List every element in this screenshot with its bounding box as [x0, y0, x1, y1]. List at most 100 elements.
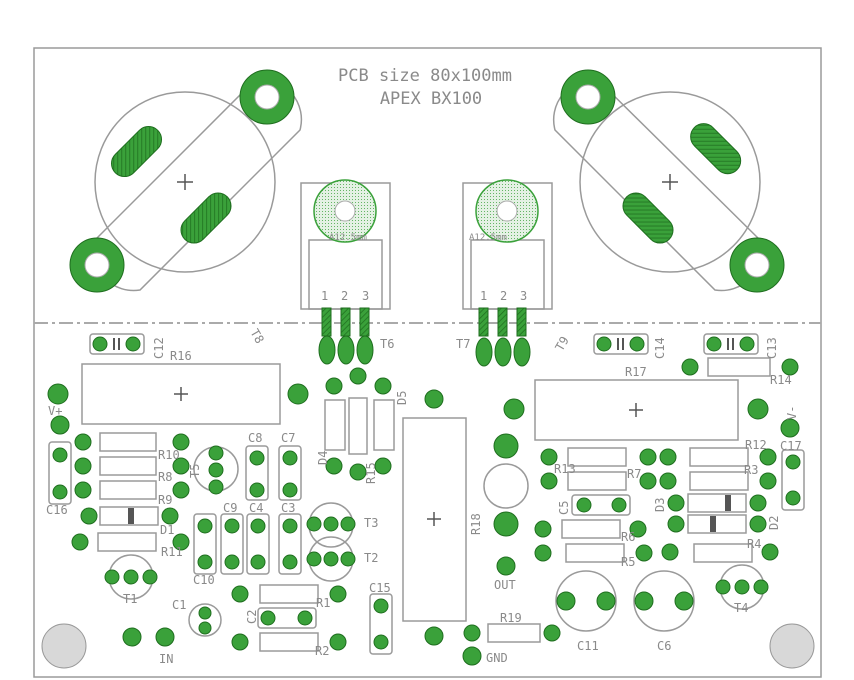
resistor-r16 [47, 363, 309, 425]
label-t8: T8 [247, 327, 266, 347]
pin-1: 1 [321, 289, 328, 303]
label-c8: C8 [248, 431, 262, 445]
label-r18: R18 [469, 513, 483, 535]
board-outline [33, 47, 822, 678]
diode-d3 [667, 493, 767, 513]
label-c7: C7 [281, 431, 295, 445]
diode-d5 [373, 377, 395, 475]
pin-1: 1 [480, 289, 487, 303]
label-c15: C15 [369, 581, 391, 595]
resistor-r6 [534, 519, 647, 539]
transistor-t5 [193, 445, 239, 495]
resistor-r8 [74, 456, 190, 476]
cap-c7 [278, 445, 302, 501]
label-c11: C11 [577, 639, 599, 653]
label-t4: T4 [734, 601, 748, 615]
label-t1: T1 [123, 592, 137, 606]
resistor-r1 [231, 584, 347, 604]
label-t3: T3 [364, 516, 378, 530]
pin-2: 2 [500, 289, 507, 303]
pad-v-minus[interactable] [780, 418, 800, 438]
pin-3: 3 [520, 289, 527, 303]
to220-right: A12.5mm 1 2 3 [462, 179, 553, 367]
label-t6: T6 [380, 337, 394, 351]
label-d2: D2 [767, 516, 781, 530]
cap-c3 [278, 513, 302, 575]
label-t9: T9 [552, 334, 571, 354]
label-c6: C6 [657, 639, 671, 653]
label-t7: T7 [456, 337, 470, 351]
resistor-r10 [74, 432, 190, 452]
pad-out[interactable] [496, 556, 516, 576]
cap-c15 [369, 593, 393, 655]
cap-c6 [633, 570, 695, 632]
cap-c17 [781, 449, 805, 511]
pad-v-plus[interactable] [50, 415, 70, 435]
label-c14: C14 [653, 337, 667, 359]
pin-2: 2 [341, 289, 348, 303]
transistor-t3 [306, 502, 356, 548]
label-in: IN [159, 652, 173, 666]
label-c9: C9 [223, 501, 237, 515]
diode-d1 [80, 506, 179, 526]
label-d5: D5 [395, 391, 409, 405]
label-v-plus: V+ [48, 404, 62, 418]
pot-label-right: A12.5mm [469, 233, 507, 243]
label-gnd: GND [486, 651, 508, 665]
label-c10: C10 [193, 573, 215, 587]
label-c17: C17 [780, 439, 802, 453]
label-r4: R4 [747, 537, 761, 551]
cap-c2 [257, 607, 317, 629]
label-r1: R1 [316, 596, 330, 610]
label-r2: R2 [315, 644, 329, 658]
resistor-r13 [540, 447, 657, 467]
cap-c10 [193, 513, 217, 575]
pad-in-2[interactable] [155, 627, 175, 647]
label-r3: R3 [744, 463, 758, 477]
resistor-r11 [71, 532, 190, 552]
pad-in-1[interactable] [122, 627, 142, 647]
label-r11: R11 [161, 545, 183, 559]
cap-c11 [555, 570, 617, 632]
cap-c5 [571, 494, 631, 516]
label-c3: C3 [281, 501, 295, 515]
resistor-r7 [540, 471, 657, 491]
label-t5: T5 [188, 464, 202, 478]
label-t2: T2 [364, 551, 378, 565]
transistor-t4 [715, 564, 769, 610]
label-r14: R14 [770, 373, 792, 387]
pot-label-left: A12.5mm [329, 233, 367, 243]
label-d1: D1 [160, 523, 174, 537]
label-c2: C2 [245, 610, 259, 624]
pad-gnd[interactable] [462, 646, 482, 666]
label-c5: C5 [557, 501, 571, 515]
resistor-r9 [74, 480, 190, 500]
cap-c16 [48, 441, 72, 505]
resistor-r12 [659, 447, 777, 467]
inductor-l1 [483, 433, 529, 537]
label-r7: R7 [627, 467, 641, 481]
cap-c13 [703, 333, 759, 355]
label-r16: R16 [170, 349, 192, 363]
resistor-r2 [231, 632, 347, 652]
mounting-hole-left [41, 623, 87, 669]
header-line1: PCB size 80x100mm [338, 66, 512, 86]
label-r5: R5 [621, 555, 635, 569]
label-r19: R19 [500, 611, 522, 625]
transistor-t2 [306, 536, 356, 582]
mounting-hole-right [769, 623, 815, 669]
cap-c4 [246, 513, 270, 575]
label-r9: R9 [158, 493, 172, 507]
resistor-r4 [661, 543, 779, 563]
cap-c8 [245, 445, 269, 501]
to3-transistor-right [552, 69, 785, 293]
diode-d4 [324, 377, 346, 475]
label-d3: D3 [653, 498, 667, 512]
label-r8: R8 [158, 470, 172, 484]
cap-c1 [188, 603, 222, 637]
resistor-r14 [681, 357, 799, 377]
label-r15: R15 [364, 462, 378, 484]
cap-c9 [220, 513, 244, 575]
transistor-t1 [104, 554, 158, 600]
